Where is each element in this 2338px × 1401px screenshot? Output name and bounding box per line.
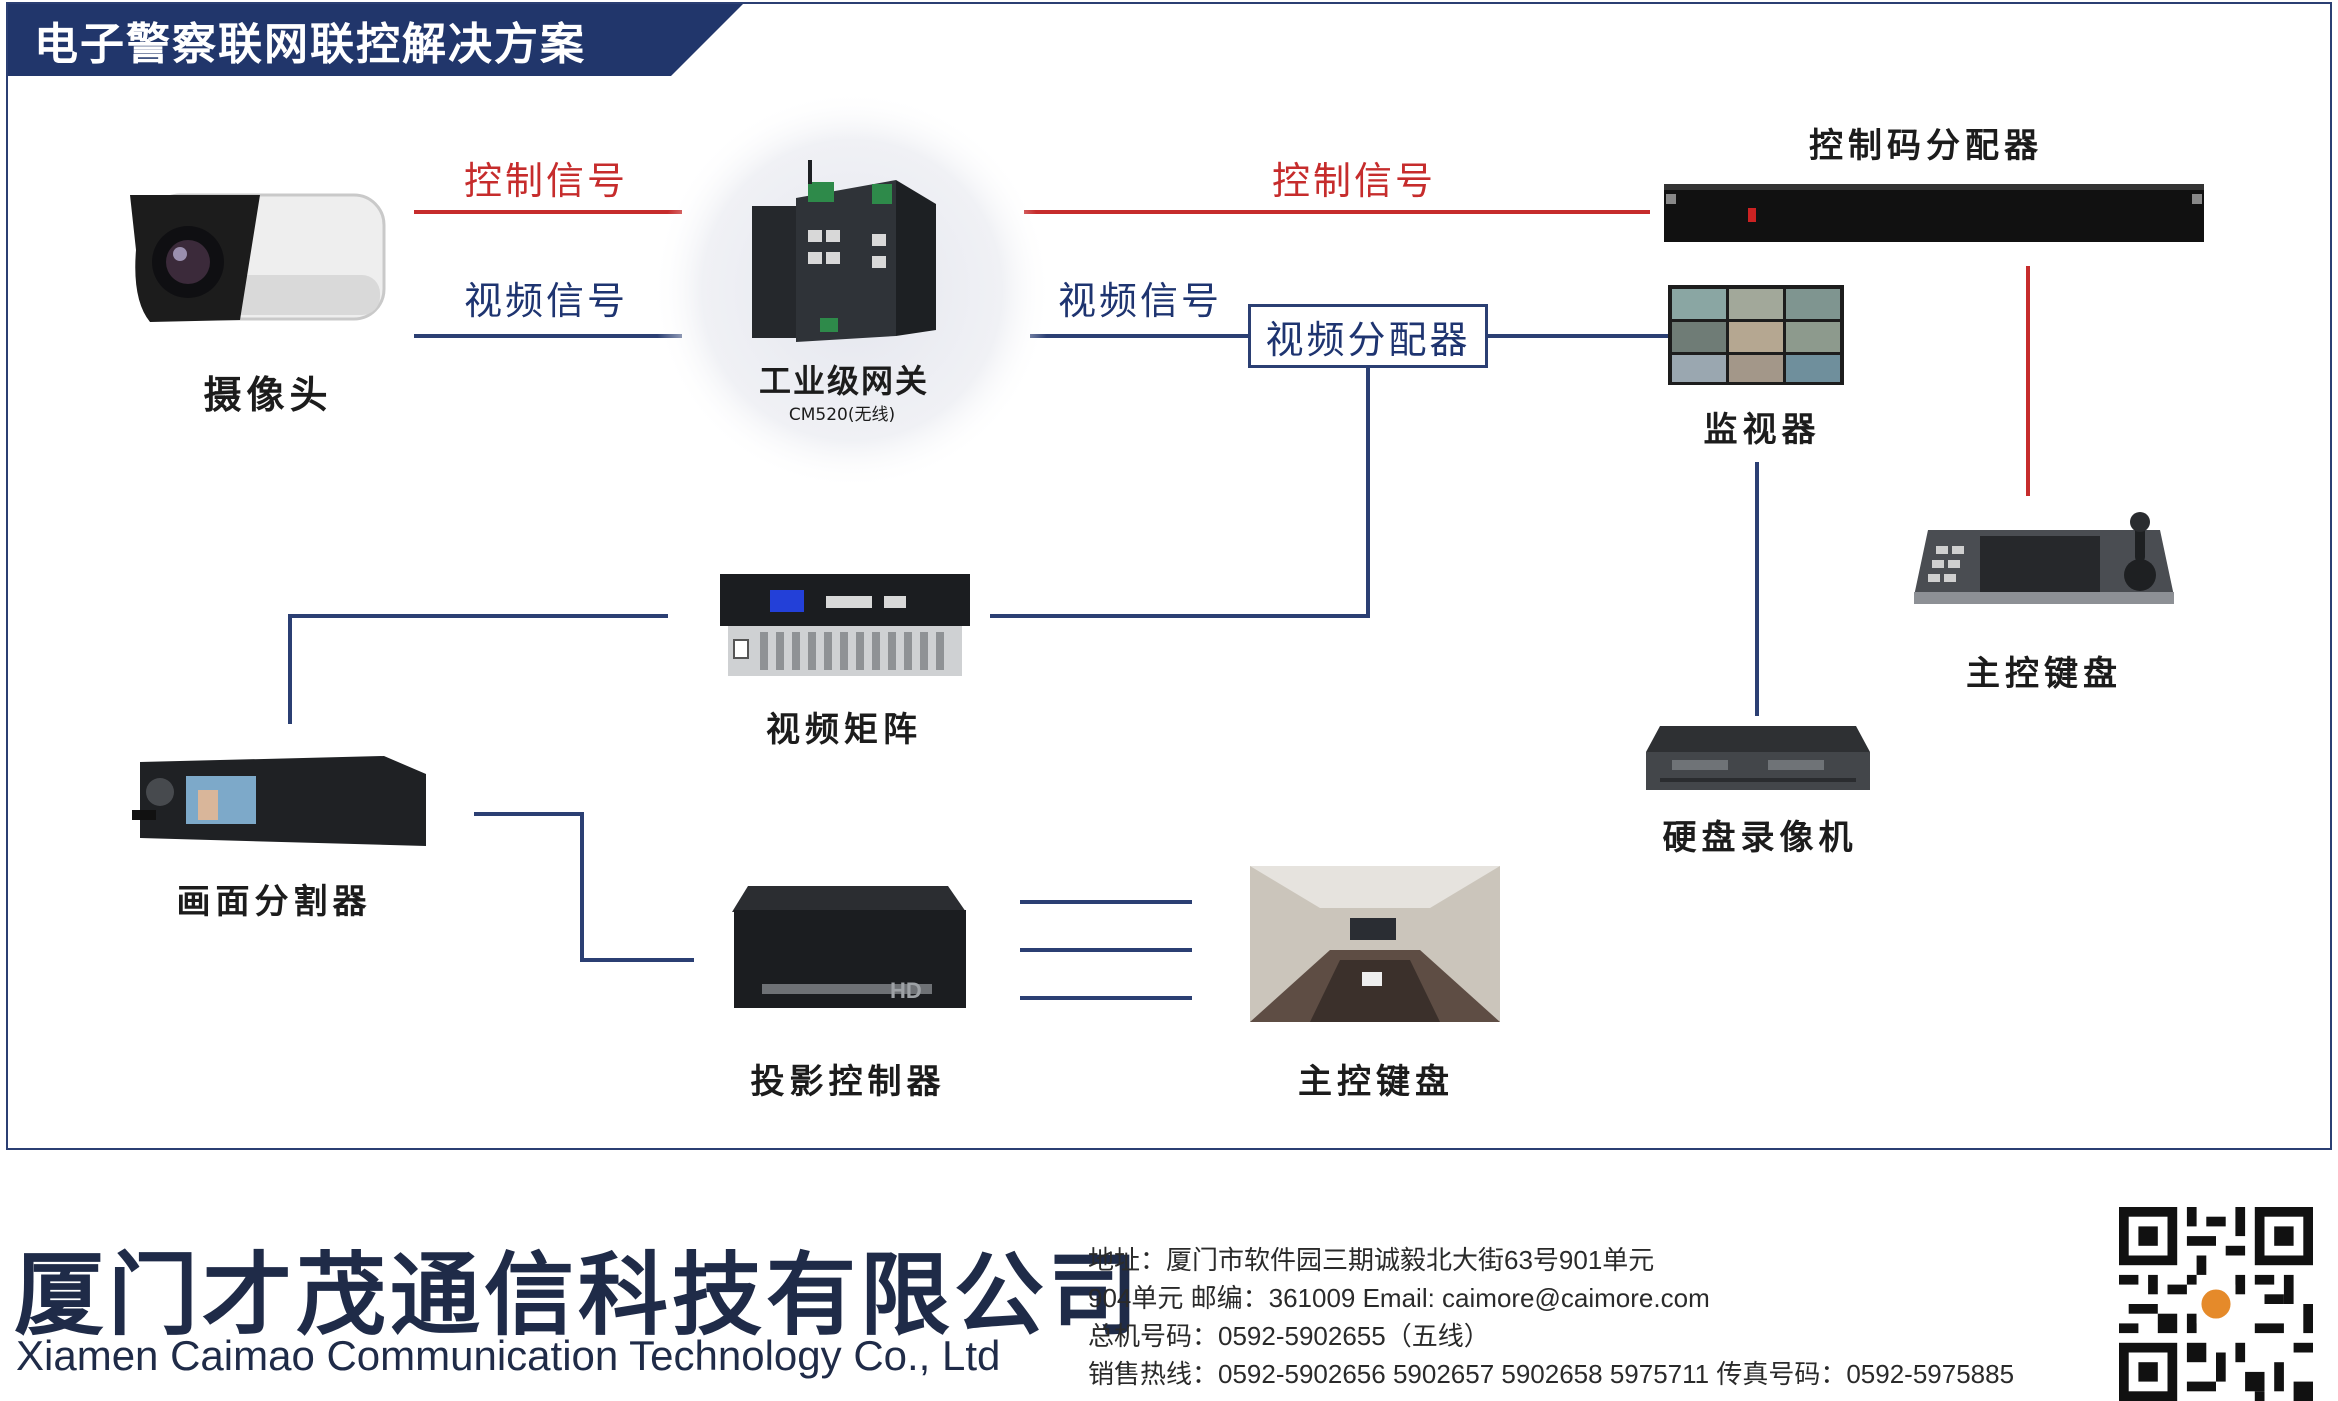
video-signal-label-left: 视频信号 bbox=[463, 279, 629, 323]
dvr-icon bbox=[1646, 726, 1870, 790]
video-line-matrix-divider bbox=[288, 614, 668, 724]
conference-room-icon bbox=[1250, 866, 1500, 1022]
camera-label: 摄像头 bbox=[203, 373, 333, 417]
svg-text:HD: HD bbox=[890, 978, 922, 1003]
control-keyboard-icon bbox=[1914, 512, 2174, 604]
main-keyboard-top-label: 主控键盘 bbox=[1966, 654, 2122, 694]
dvr-label: 硬盘录像机 bbox=[1662, 818, 1858, 858]
projection-controller-icon: HD bbox=[732, 886, 966, 1008]
video-matrix-icon bbox=[720, 574, 970, 676]
screen-divider-icon bbox=[132, 756, 426, 846]
company-name-cn: 厦门才茂通信科技有限公司 bbox=[14, 1243, 1142, 1348]
qr-code-icon bbox=[2119, 1207, 2313, 1401]
title-banner bbox=[8, 4, 743, 76]
bullet-camera-icon bbox=[130, 193, 386, 322]
contact-hotline: 销售热线：0592-5902656 5902657 5902658 597571… bbox=[1088, 1359, 2015, 1389]
monitor-wall-icon bbox=[1668, 285, 1844, 385]
projection-controller-label: 投影控制器 bbox=[750, 1062, 946, 1102]
video-splitter-box: 视频分配器 bbox=[1248, 304, 1488, 368]
company-name-en: Xiamen Caimao Communication Technology C… bbox=[16, 1332, 1001, 1379]
control-signal-label-left: 控制信号 bbox=[463, 159, 629, 203]
contact-switchboard: 总机号码：0592-5902655（五线） bbox=[1088, 1321, 1490, 1351]
rack-distributor-icon bbox=[1664, 184, 2204, 242]
video-line-divider-projector bbox=[474, 812, 694, 962]
main-keyboard-bottom-label: 主控键盘 bbox=[1298, 1062, 1454, 1102]
contact-postcode-email: 904单元 邮编：361009 Email: caimore@caimore.c… bbox=[1088, 1283, 1710, 1313]
video-line-splitter-matrix bbox=[990, 368, 1370, 618]
monitor-label: 监视器 bbox=[1703, 410, 1821, 450]
code-distributor-label: 控制码分配器 bbox=[1809, 126, 2043, 166]
gateway-model-label: CM520(无线) bbox=[788, 405, 896, 425]
page-title: 电子警察联网联控解决方案 bbox=[34, 19, 586, 70]
video-matrix-label: 视频矩阵 bbox=[766, 710, 922, 750]
gateway-label: 工业级网关 bbox=[758, 362, 930, 400]
connection-lines bbox=[288, 210, 2030, 1000]
gateway-device-icon bbox=[752, 160, 936, 342]
video-signal-label-right: 视频信号 bbox=[1057, 279, 1223, 323]
screen-divider-label: 画面分割器 bbox=[176, 882, 372, 922]
control-signal-label-right: 控制信号 bbox=[1271, 159, 1437, 203]
contact-address: 地址：厦门市软件园三期诚毅北大街63号901单元 bbox=[1088, 1245, 1655, 1275]
